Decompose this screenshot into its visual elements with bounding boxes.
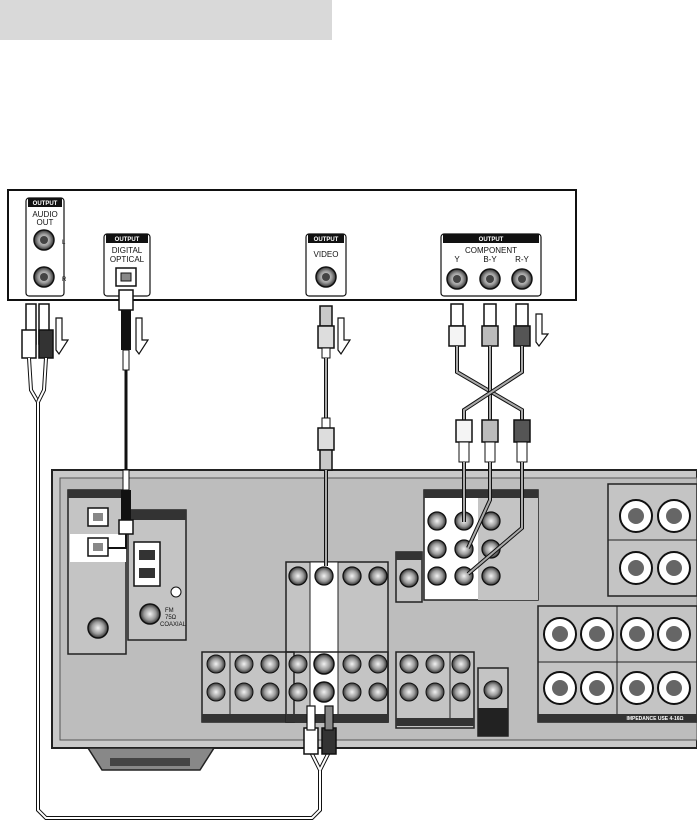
am-antenna-terminal xyxy=(133,541,161,587)
component-jack-by-label: B-Y xyxy=(483,255,497,264)
component-label: COMPONENT xyxy=(465,246,517,255)
audio-out-tab: OUTPUT xyxy=(33,201,58,207)
audio-right-mark: R xyxy=(62,277,67,283)
component-cable xyxy=(448,303,531,576)
receiver-video-in-jack xyxy=(314,566,334,586)
arrow-down-icon xyxy=(135,317,150,356)
receiver-panel: FM 75Ω COAXIAL xyxy=(51,469,697,771)
arrow-down-icon xyxy=(535,313,550,347)
optical-label-1: DIGITAL xyxy=(112,246,143,255)
fm-label-3: COAXIAL xyxy=(160,622,187,628)
speaker-terminals: IMPEDANCE USE 4-16Ω xyxy=(537,483,697,723)
audio-out-block: OUTPUT AUDIO OUT L R xyxy=(25,197,67,297)
component-out-block: OUTPUT COMPONENT Y B-Y R-Y xyxy=(440,233,542,297)
receiver-audio-in-left-jack xyxy=(313,653,335,675)
video-out-block: OUTPUT VIDEO xyxy=(305,233,347,297)
component-jack-y-label: Y xyxy=(454,255,460,264)
fm-label-2: 75Ω xyxy=(165,615,177,621)
receiver-audio-in-right-jack xyxy=(313,681,335,703)
component-jack-ry-label: R-Y xyxy=(515,255,529,264)
fm-label-1: FM xyxy=(165,608,174,614)
video-label: VIDEO xyxy=(314,250,339,259)
arrow-down-icon xyxy=(337,317,352,356)
video-tab: OUTPUT xyxy=(314,237,339,243)
receiver-lower-jacks xyxy=(201,651,509,737)
audio-out-label-1: AUDIO xyxy=(32,210,57,219)
impedance-label: IMPEDANCE USE 4-16Ω xyxy=(626,716,683,722)
audio-cable xyxy=(21,303,337,820)
optical-tab: OUTPUT xyxy=(115,237,140,243)
header-bar xyxy=(0,0,332,40)
arrow-down-icon xyxy=(55,317,70,356)
video-cable xyxy=(317,305,335,566)
signal-flow-arrows xyxy=(55,313,550,356)
audio-out-label-2: OUT xyxy=(37,218,54,227)
audio-left-mark: L xyxy=(62,240,66,246)
source-device-panel: OUTPUT AUDIO OUT L R OUTPUT DIGITAL OPTI… xyxy=(7,189,577,301)
optical-label-2: OPTICAL xyxy=(110,255,145,264)
component-tab: OUTPUT xyxy=(479,237,504,243)
receiver-component-jacks xyxy=(427,511,501,586)
receiver-aux-jack xyxy=(87,617,109,639)
digital-optical-block: OUTPUT DIGITAL OPTICAL xyxy=(103,233,151,297)
fm-antenna-jack xyxy=(139,603,161,625)
optical-cable xyxy=(108,289,134,549)
